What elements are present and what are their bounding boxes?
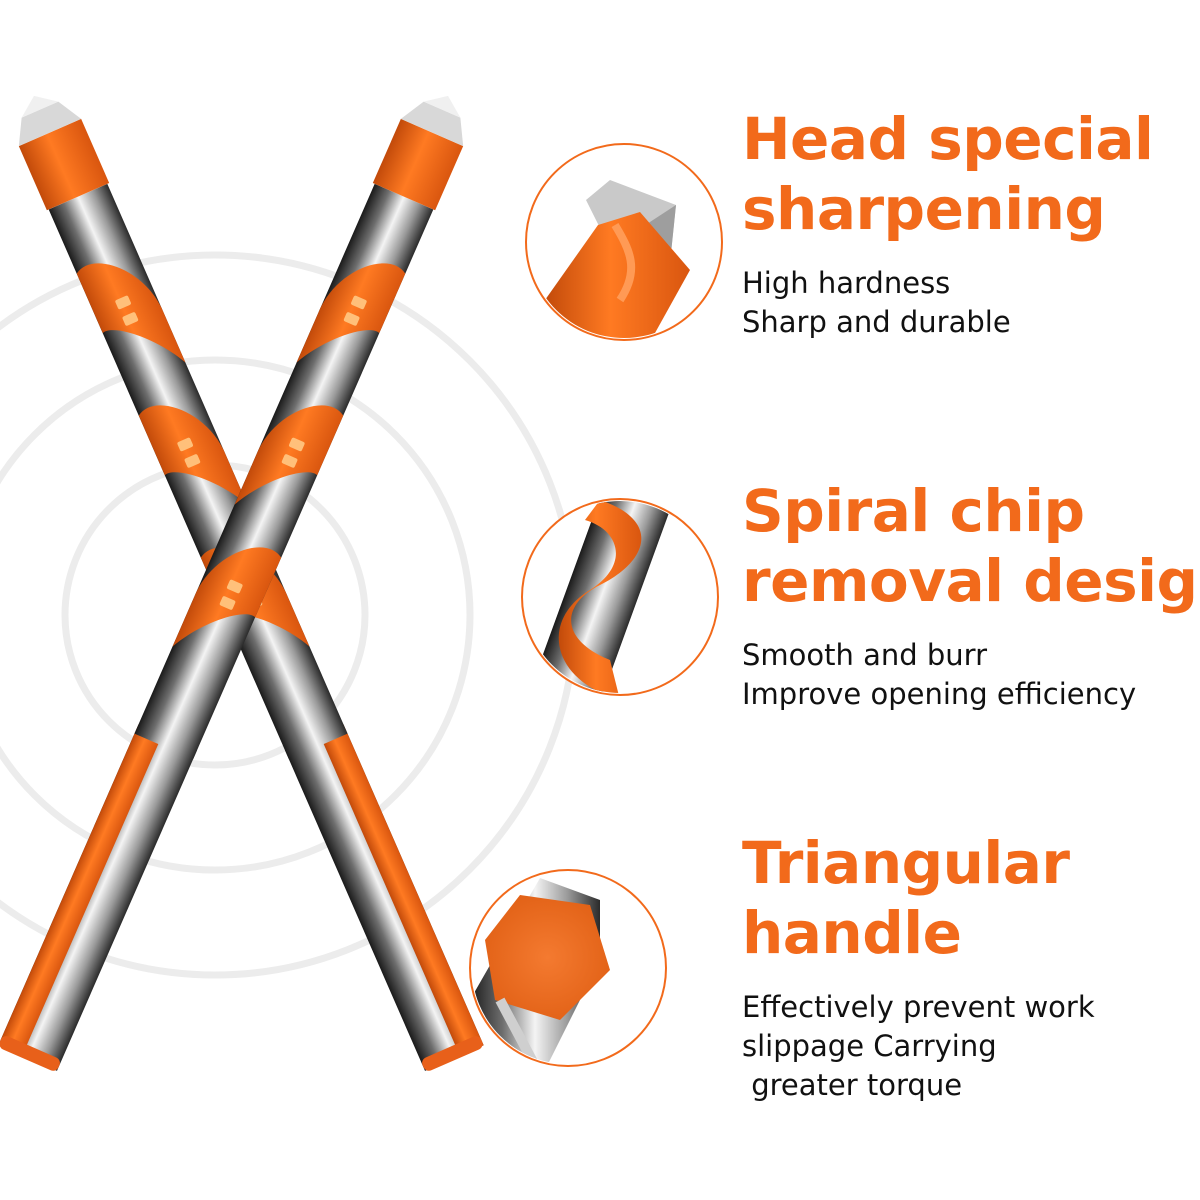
feature-description: High hardness Sharp and durable — [742, 264, 1182, 342]
description-line: Smooth and burr — [742, 638, 988, 672]
detail-circle-shank — [469, 869, 667, 1067]
description-line: greater torque — [742, 1068, 963, 1102]
heading-line: handle — [742, 899, 962, 967]
detail-circle-tip — [525, 143, 723, 341]
feature-heading: Triangular handle — [742, 828, 1182, 968]
feature-heading: Head special sharpening — [742, 104, 1182, 244]
feature-description: Smooth and burr Improve opening efficien… — [742, 636, 1182, 714]
description-line: Improve opening efficiency — [742, 677, 1137, 711]
feature-spiral-chip-removal: Spiral chip removal design Smooth and bu… — [742, 476, 1200, 714]
drill-tip-closeup-icon — [545, 180, 690, 338]
feature-triangular-handle: Triangular handle Effectively prevent wo… — [742, 828, 1182, 1105]
detail-circle-spiral — [521, 498, 719, 696]
description-line: Effectively prevent work — [742, 990, 1095, 1024]
heading-line: sharpening — [742, 175, 1106, 243]
feature-description: Effectively prevent work slippage Carryi… — [742, 988, 1182, 1105]
description-line: Sharp and durable — [742, 305, 1011, 339]
heading-line: Triangular — [742, 829, 1070, 897]
heading-line: removal design — [742, 547, 1200, 615]
description-line: High hardness — [742, 266, 951, 300]
spiral-flute-closeup-icon — [526, 501, 674, 693]
feature-heading: Spiral chip removal design — [742, 476, 1200, 616]
feature-head-sharpening: Head special sharpening High hardness Sh… — [742, 104, 1182, 342]
description-line: slippage Carrying — [742, 1029, 997, 1063]
drill-bit-right — [0, 95, 464, 1071]
heading-line: Spiral chip — [742, 477, 1085, 545]
drill-bit-left — [18, 95, 484, 1071]
heading-line: Head special — [742, 105, 1154, 173]
